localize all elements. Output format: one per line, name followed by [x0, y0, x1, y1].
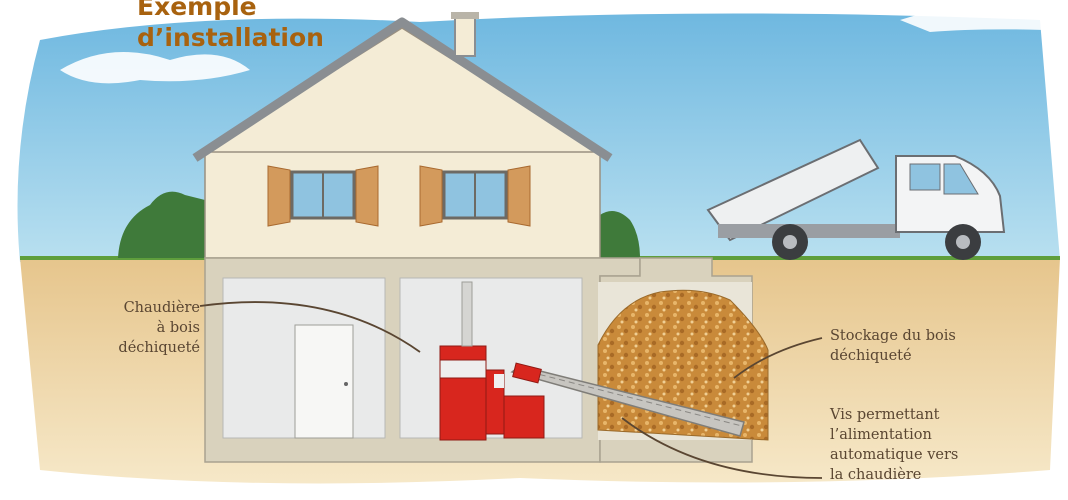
house-wall	[205, 150, 600, 258]
label-storage-line: déchiqueté	[830, 346, 1030, 366]
label-screw-line: Vis permettant	[830, 405, 1010, 425]
cellar-door	[295, 325, 353, 438]
window-right	[420, 166, 530, 226]
label-boiler-line: déchiqueté	[60, 338, 200, 358]
label-boiler-line: à bois	[60, 318, 200, 338]
chimney	[455, 14, 475, 56]
label-boiler: Chaudière à bois déchiqueté	[60, 298, 200, 358]
title-line-1: Exemple	[137, 0, 324, 22]
window-left	[268, 166, 378, 226]
label-storage-line: Stockage du bois	[830, 326, 1030, 346]
page-title: Exemple d’installation	[137, 0, 324, 53]
label-boiler-line: Chaudière	[60, 298, 200, 318]
cloud	[900, 6, 1045, 32]
label-screw-line: la chaudière	[830, 465, 1010, 485]
title-line-2: d’installation	[137, 22, 324, 53]
label-storage: Stockage du bois déchiqueté	[830, 326, 1030, 366]
label-screw: Vis permettant l’alimentation automatiqu…	[830, 405, 1010, 485]
label-screw-line: automatique vers	[830, 445, 1010, 465]
label-screw-line: l’alimentation	[830, 425, 1010, 445]
